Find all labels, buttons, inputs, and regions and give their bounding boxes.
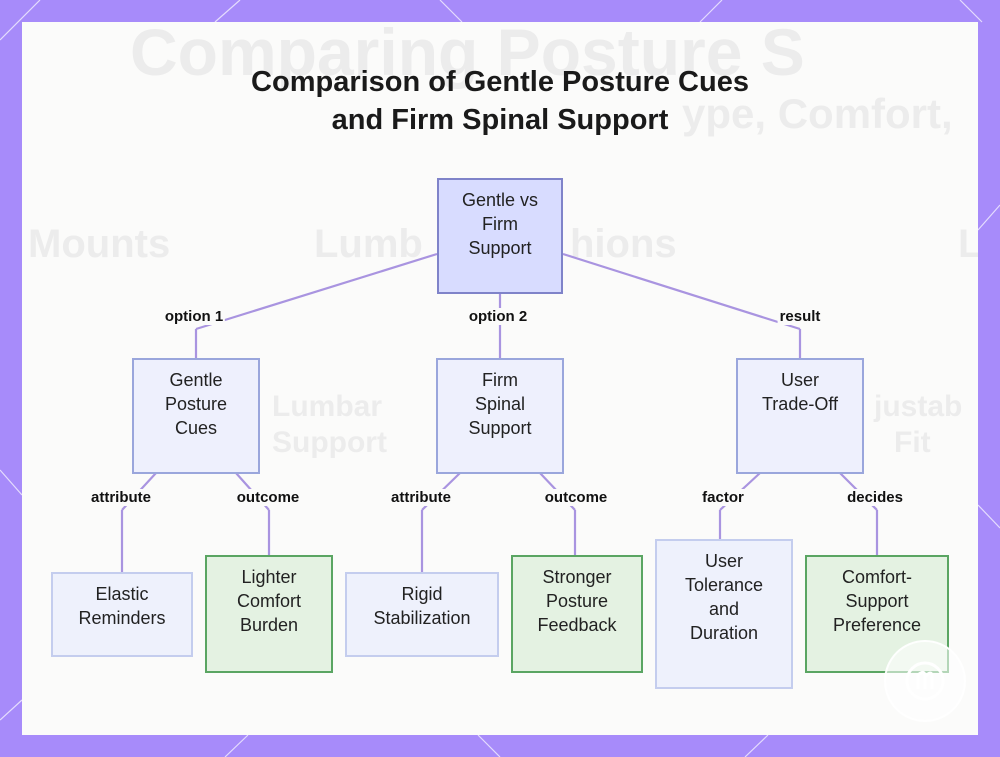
edge-label-decides: decides <box>845 489 905 506</box>
edge-label-factor: factor <box>700 489 746 506</box>
node-line: Gentle <box>169 370 223 390</box>
node-stronger-posture-feedback[interactable]: Stronger Posture Feedback <box>511 555 643 673</box>
node-lighter-comfort-burden[interactable]: Lighter Comfort Burden <box>205 555 333 673</box>
edge-label-attribute-2: attribute <box>389 489 453 506</box>
diagram-card: Comparing Posture S ype, Comfort, Mounts… <box>22 22 978 735</box>
logo-badge-glyph-icon <box>905 661 945 701</box>
edge-label-result: result <box>777 308 823 325</box>
node-line: Firm <box>482 214 518 234</box>
edge-label-outcome-2: outcome <box>542 489 610 506</box>
node-line: Posture <box>545 591 609 611</box>
edge-root-tradeoff-a <box>562 252 801 331</box>
diagram-title-line-2: and Firm Spinal Support <box>331 104 669 136</box>
node-user-trade-off[interactable]: User Trade-Off <box>736 358 864 474</box>
node-line: Lighter <box>241 567 297 587</box>
node-gentle-vs-firm-support[interactable]: Gentle vs Firm Support <box>437 178 563 294</box>
edge-root-gentle-a <box>195 252 438 331</box>
node-line: Posture <box>164 394 228 414</box>
node-line: Burden <box>239 615 299 635</box>
node-line: Spinal <box>474 394 526 414</box>
node-line: Duration <box>689 623 759 643</box>
node-line: and <box>708 599 740 619</box>
diagram-title-line-1: Comparison of Gentle Posture Cues <box>251 66 749 98</box>
node-line: User <box>780 370 819 390</box>
node-line: Support <box>845 591 909 611</box>
node-line: Preference <box>832 615 922 635</box>
node-line: Trade-Off <box>761 394 839 414</box>
node-line: Firm <box>482 370 518 390</box>
edge-label-option-1: option 1 <box>162 308 226 325</box>
node-line: Stabilization <box>373 608 471 628</box>
edge-label-option-2: option 2 <box>466 308 530 325</box>
node-line: Feedback <box>537 615 617 635</box>
node-comfort-support-preference[interactable]: Comfort- Support Preference <box>805 555 949 673</box>
node-rigid-stabilization[interactable]: Rigid Stabilization <box>345 572 499 657</box>
node-elastic-reminders[interactable]: Elastic Reminders <box>51 572 193 657</box>
node-line: Support <box>468 238 532 258</box>
edge-label-attribute-1: attribute <box>89 489 153 506</box>
node-line: Comfort <box>236 591 301 611</box>
node-line: Rigid <box>401 584 443 604</box>
node-line: Stronger <box>542 567 612 587</box>
node-line: Cues <box>174 418 217 438</box>
node-user-tolerance-and-duration[interactable]: User Tolerance and Duration <box>655 539 793 689</box>
node-gentle-posture-cues[interactable]: Gentle Posture Cues <box>132 358 260 474</box>
node-line: Reminders <box>78 608 166 628</box>
node-firm-spinal-support[interactable]: Firm Spinal Support <box>436 358 564 474</box>
logo-badge-icon <box>884 640 966 722</box>
node-line: User <box>704 551 743 571</box>
node-line: Gentle vs <box>461 190 539 210</box>
node-line: Tolerance <box>684 575 764 595</box>
node-line: Elastic <box>95 584 149 604</box>
node-line: Comfort- <box>841 567 912 587</box>
edge-label-outcome-1: outcome <box>234 489 302 506</box>
node-line: Support <box>468 418 532 438</box>
